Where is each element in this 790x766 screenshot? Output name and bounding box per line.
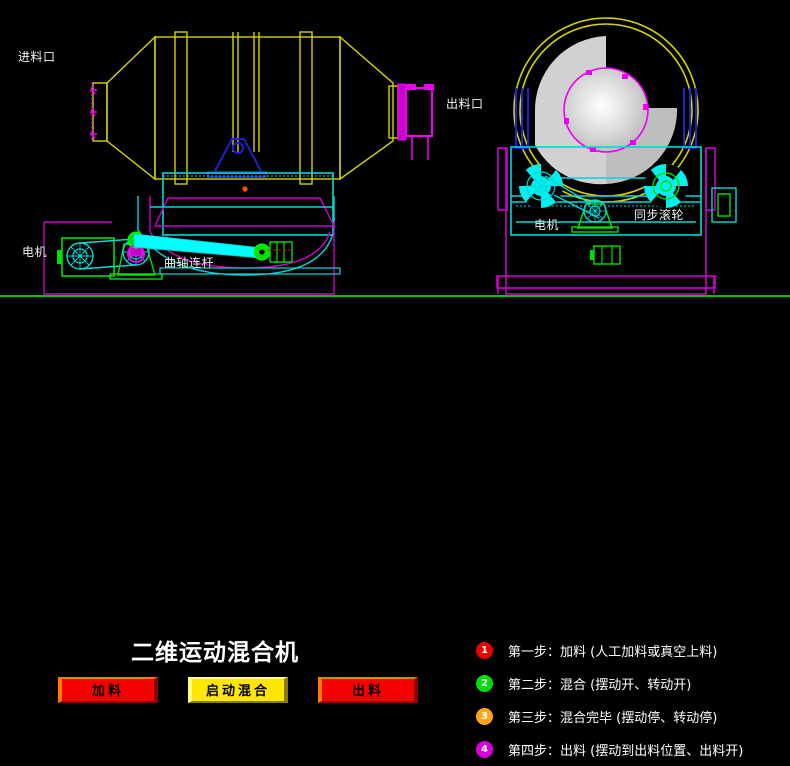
step-bullet-2: 2: [476, 675, 493, 692]
motor-assembly-right: [544, 175, 619, 233]
start-mix-button[interactable]: 启动混合: [188, 677, 288, 703]
crank-rod-label: 曲轴连杆: [164, 256, 215, 270]
base-box: [162, 172, 334, 236]
discharge-outlet-label: 出料口: [446, 97, 484, 111]
frame-legs: [497, 147, 716, 295]
vessel-right-cone: [339, 35, 394, 181]
machine-diagram: [43, 17, 737, 295]
step-text-4: 第四步：出料 (摆动到出料位置、出料开): [508, 744, 744, 759]
list-item: 4 第四步：出料 (摆动到出料位置、出料开): [476, 733, 786, 766]
enclosure-outline: [43, 222, 335, 295]
step-text-2: 第二步：混合 (摆动开、转动开): [508, 678, 692, 693]
feed-inlet-label: 进料口: [18, 50, 56, 64]
feed-inlet-flange: [89, 82, 108, 142]
vessel-left-cone: [106, 35, 156, 181]
vessel-front-view: [496, 17, 737, 295]
sync-roller-right: [644, 164, 688, 208]
material-swirl: [534, 35, 678, 185]
step-text-1: 第一步：加料 (人工加料或真空上料): [508, 645, 718, 660]
vessel-ribs: [174, 31, 313, 185]
list-item: 3 第三步：混合完毕 (摆动停、转动停): [476, 700, 786, 733]
step-list: 1 第一步：加料 (人工加料或真空上料) 2 第二步：混合 (摆动开、转动开) …: [476, 634, 786, 766]
housing-box: [510, 146, 702, 236]
sync-roller-label: 同步滚轮: [634, 208, 685, 222]
motor-label-left: 电机: [22, 245, 48, 259]
section-divider: [0, 295, 790, 297]
application-screen: 进料口 出料口 电机 曲轴连杆 电机 同步滚轮 二维运动混合机 加料 启动混合 …: [0, 17, 790, 759]
button-row: 加料 启动混合 出料: [58, 677, 418, 703]
discharge-button[interactable]: 出料: [318, 677, 418, 703]
side-panel: [711, 187, 737, 223]
sync-roller-left: [519, 164, 563, 208]
step-bullet-4: 4: [476, 741, 493, 758]
list-item: 2 第二步：混合 (摆动开、转动开): [476, 667, 786, 700]
step-text-3: 第三步：混合完毕 (摆动停、转动停): [508, 711, 718, 726]
crank-connecting-rod: [133, 233, 293, 263]
page-title: 二维运动混合机: [131, 640, 299, 666]
list-item: 1 第一步：加料 (人工加料或真空上料): [476, 634, 786, 667]
side-brackets: [515, 88, 697, 149]
motor-label-right: 电机: [534, 218, 560, 232]
swing-bracket: [207, 138, 267, 178]
indicator-dot: [242, 186, 248, 192]
motor-assembly-left: [57, 231, 163, 280]
vessel-side-view: [43, 31, 434, 295]
base-component: [590, 245, 621, 265]
feed-button[interactable]: 加料: [58, 677, 158, 703]
trough-outline: [153, 197, 336, 227]
discharge-valve: [388, 83, 434, 160]
step-bullet-1: 1: [476, 642, 493, 659]
control-panel: 二维运动混合机 加料 启动混合 出料 1 第一步：加料 (人工加料或真空上料) …: [0, 300, 790, 759]
step-bullet-3: 3: [476, 708, 493, 725]
